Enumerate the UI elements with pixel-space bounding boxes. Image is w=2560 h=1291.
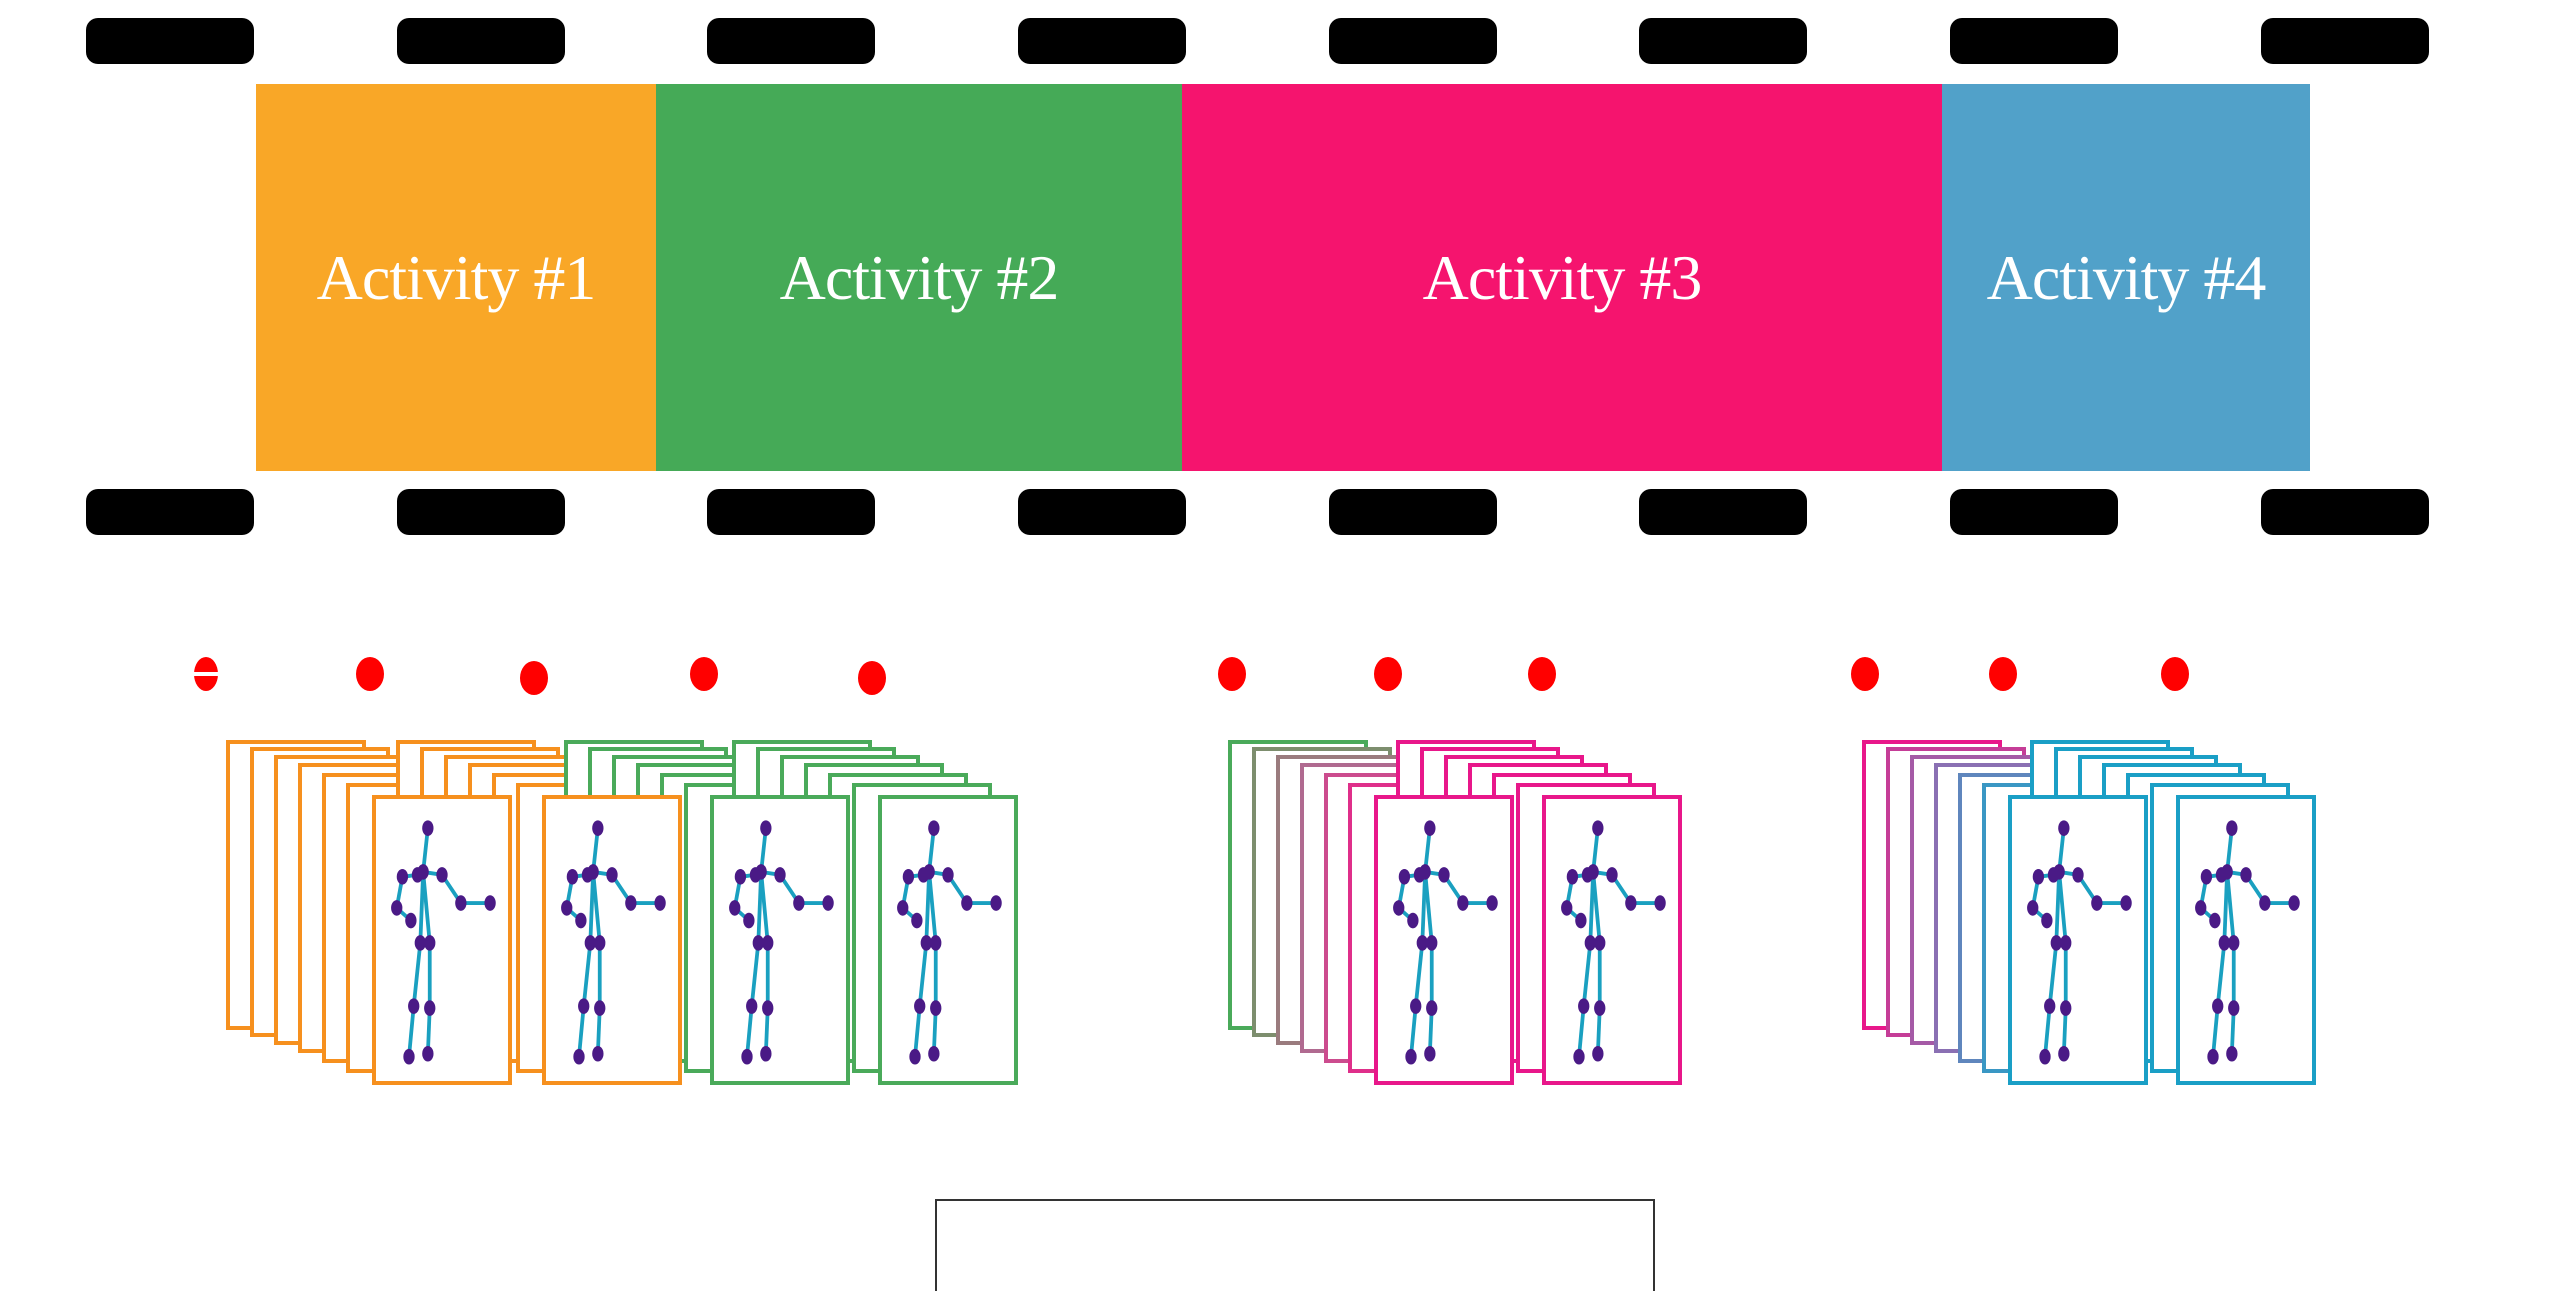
skeleton-figure: [729, 820, 834, 1065]
sprocket-top-8: [2261, 18, 2429, 64]
sprocket-top-7: [1950, 18, 2118, 64]
frame-marker-7: [1374, 657, 1402, 691]
sprocket-bottom-6: [1639, 489, 1807, 535]
skeleton-figure: [1561, 820, 1666, 1065]
activity-label-3: Activity #3: [1422, 241, 1703, 313]
sprocket-bottom-2: [397, 489, 565, 535]
sprocket-top-2: [397, 18, 565, 64]
frame-marker-4: [690, 657, 718, 691]
skeleton-frame: [2008, 795, 2148, 1085]
frame-marker-8: [1528, 657, 1556, 691]
activity-label-4: Activity #4: [1986, 241, 2267, 313]
frame-stack-2: [1228, 735, 1688, 1087]
frame-marker-11: [2161, 657, 2189, 691]
frame-marker-1: [194, 657, 218, 691]
skeleton-frame: [542, 795, 682, 1085]
sprocket-bottom-8: [2261, 489, 2429, 535]
skeleton-figure: [2195, 820, 2300, 1065]
skeleton-frame: [1542, 795, 1682, 1085]
skeleton-figure: [2027, 820, 2132, 1065]
frame-stack-1: [226, 735, 1026, 1087]
sprocket-bottom-5: [1329, 489, 1497, 535]
sprocket-top-3: [707, 18, 875, 64]
skeleton-figure: [561, 820, 666, 1065]
skeleton-figure: [1393, 820, 1498, 1065]
skeleton-figure: [897, 820, 1002, 1065]
skeleton-frame: [710, 795, 850, 1085]
sprocket-bottom-3: [707, 489, 875, 535]
sprocket-bottom-1: [86, 489, 254, 535]
caption-box: [935, 1199, 1655, 1291]
sprocket-top-5: [1329, 18, 1497, 64]
activity-segment-3: Activity #3: [1182, 84, 1942, 471]
frame-stack-3: [1862, 735, 2322, 1087]
frame-marker-10: [1989, 657, 2017, 691]
activity-segment-1: Activity #1: [256, 84, 656, 471]
frame-marker-2: [356, 657, 384, 691]
skeleton-frame: [2176, 795, 2316, 1085]
frame-marker-6: [1218, 657, 1246, 691]
skeleton-figure: [391, 820, 496, 1065]
sprocket-top-1: [86, 18, 254, 64]
sprocket-top-6: [1639, 18, 1807, 64]
skeleton-frame: [372, 795, 512, 1085]
sprocket-top-4: [1018, 18, 1186, 64]
sprocket-bottom-7: [1950, 489, 2118, 535]
activity-label-2: Activity #2: [779, 241, 1060, 313]
frame-marker-3: [520, 661, 548, 695]
frame-marker-9: [1851, 657, 1879, 691]
frame-marker-5: [858, 661, 886, 695]
activity-segment-4: Activity #4: [1942, 84, 2310, 471]
skeleton-frame: [878, 795, 1018, 1085]
activity-segment-2: Activity #2: [656, 84, 1182, 471]
activity-label-1: Activity #1: [316, 241, 597, 313]
skeleton-frame: [1374, 795, 1514, 1085]
sprocket-bottom-4: [1018, 489, 1186, 535]
